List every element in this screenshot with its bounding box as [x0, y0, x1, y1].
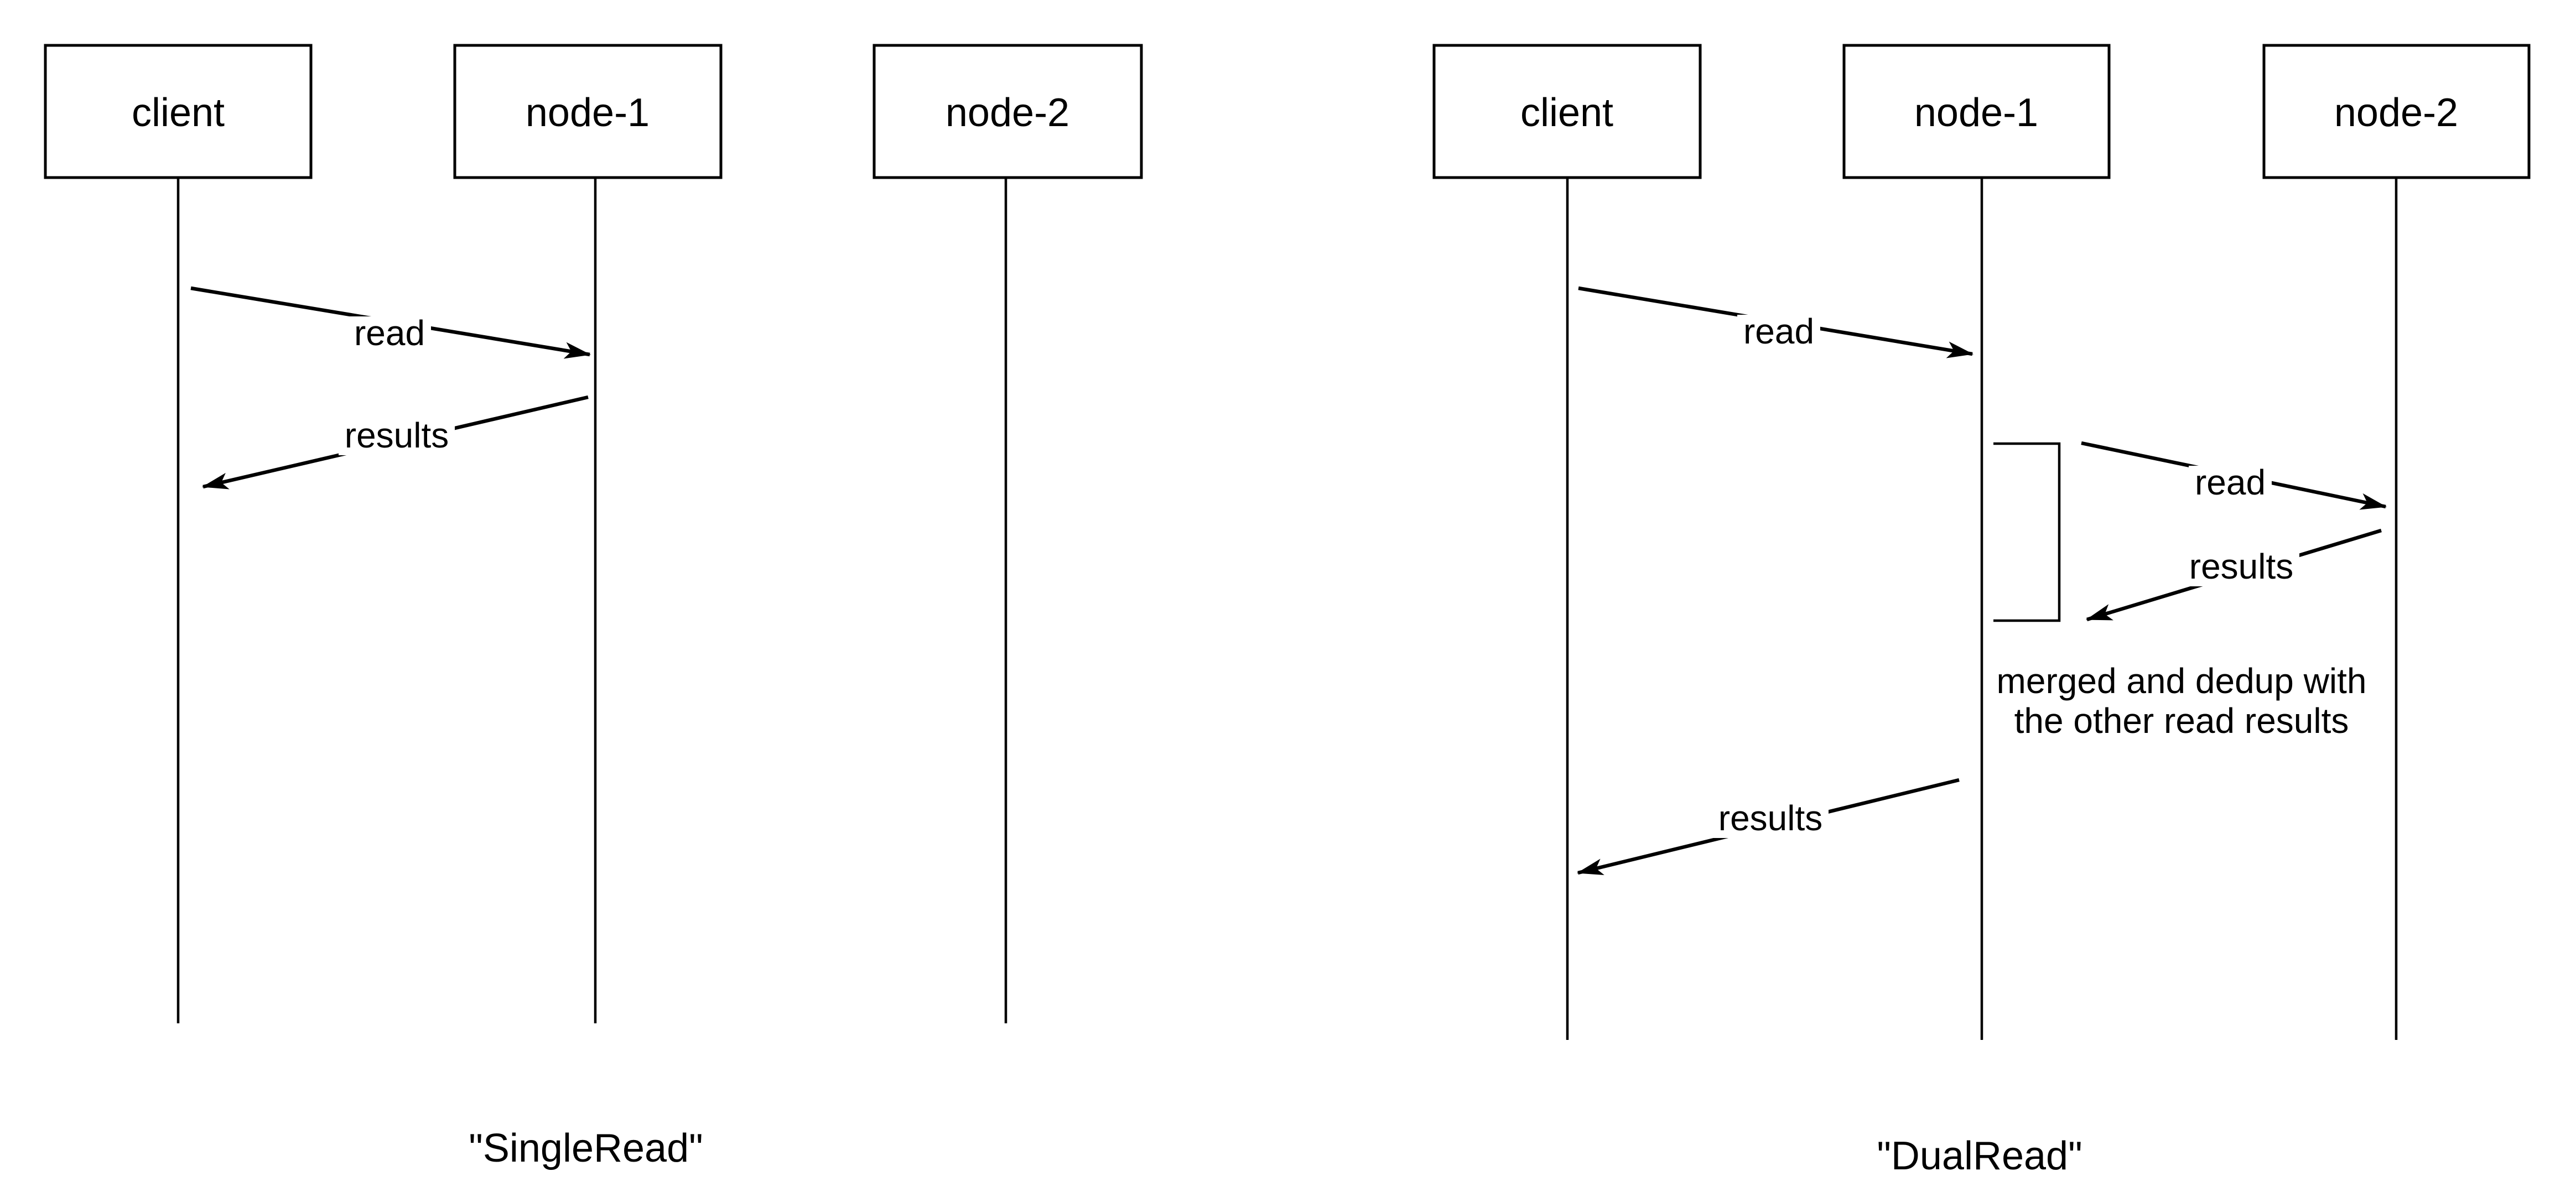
actor-label-node-2: node-2: [2334, 91, 2458, 135]
message-label-background: [2189, 466, 2272, 502]
message-label-results: results: [345, 415, 449, 455]
message-label-read: read: [354, 313, 425, 353]
actor-label-client: client: [1520, 91, 1613, 135]
note-merged-dedup: merged and dedup with the other read res…: [1997, 661, 2367, 741]
diagram-single-read: read results client node-1 node-2 "Singl…: [44, 44, 1143, 1170]
actor-label-node-1: node-1: [526, 91, 650, 135]
message-label-read: read: [2195, 462, 2266, 502]
actor-rect-node-2: [872, 44, 1143, 179]
actor-box-node-2: node-2: [872, 44, 1143, 179]
actor-box-client: client: [1432, 44, 1702, 179]
actor-rect-node-1: [453, 44, 723, 179]
note-line-2: the other read results: [2014, 701, 2349, 741]
actor-label-node-2: node-2: [946, 91, 1069, 135]
message-label-results: results: [2189, 547, 2294, 586]
diagram-dual-read: read read results results merged and ded…: [1432, 44, 2531, 1178]
actor-box-node-2: node-2: [2262, 44, 2531, 179]
actor-box-node-1: node-1: [1842, 44, 2111, 179]
message-label-background: [2183, 550, 2299, 586]
actor-label-node-1: node-1: [1914, 91, 2038, 135]
actor-label-client: client: [132, 91, 225, 135]
diagram-caption-single-read: "SingleRead": [469, 1126, 703, 1170]
actor-rect-client: [44, 44, 313, 179]
actor-rect-node-2: [2262, 44, 2531, 179]
actor-rect-node-1: [1842, 44, 2111, 179]
message-label-background: [1712, 802, 1829, 838]
message-label-background: [1737, 315, 1820, 351]
message-label-results: results: [1718, 798, 1823, 838]
message-label-read: read: [1743, 311, 1814, 351]
actor-box-client: client: [44, 44, 313, 179]
actor-box-node-1: node-1: [453, 44, 723, 179]
message-label-background: [348, 316, 431, 353]
activation-bracket-node-1: [1993, 442, 2061, 622]
diagram-caption-dual-read: "DualRead": [1877, 1134, 2082, 1178]
actor-rect-client: [1432, 44, 1702, 179]
message-label-background: [339, 419, 455, 455]
note-line-1: merged and dedup with: [1997, 661, 2367, 701]
